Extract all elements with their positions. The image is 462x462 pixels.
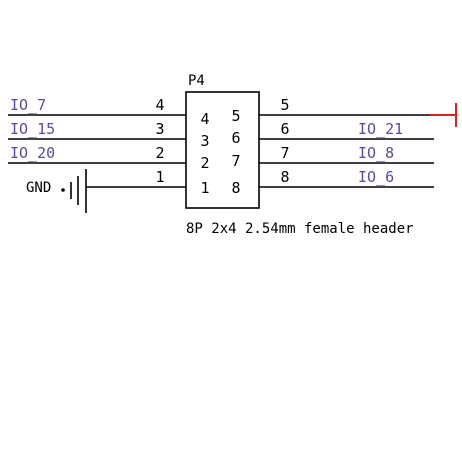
gnd-label: GND	[26, 180, 51, 196]
net-label-io-15: IO_15	[10, 120, 55, 138]
inner-pin-8: 8	[231, 179, 240, 197]
net-label-io-20: IO_20	[10, 144, 55, 162]
net-label-io-7: IO_7	[10, 96, 46, 114]
left-pin-number-1: 1	[155, 168, 164, 186]
inner-pin-4: 4	[200, 110, 209, 128]
right-pin-number-5: 5	[280, 96, 289, 114]
header-body	[185, 91, 260, 209]
net-label-io-21: IO_21	[358, 120, 403, 138]
left-pin-number-2: 2	[155, 144, 164, 162]
part-description: 8P 2x4 2.54mm female header	[186, 221, 414, 237]
inner-pin-2: 2	[200, 154, 209, 172]
inner-pin-6: 6	[231, 129, 240, 147]
net-label-io-8: IO_8	[358, 144, 394, 162]
right-pin-number-6: 6	[280, 120, 289, 138]
no-connect-icon	[430, 103, 457, 127]
inner-pin-7: 7	[231, 152, 240, 170]
left-pin-number-3: 3	[155, 120, 164, 138]
inner-pin-1: 1	[200, 179, 209, 197]
ground-symbol-icon	[61, 169, 87, 213]
left-pin-number-4: 4	[155, 96, 164, 114]
right-pin-number-8: 8	[280, 168, 289, 186]
inner-pin-5: 5	[231, 107, 240, 125]
designator-label: P4	[188, 73, 205, 89]
net-label-io-6: IO_6	[358, 168, 394, 186]
right-pin-number-7: 7	[280, 144, 289, 162]
inner-pin-3: 3	[200, 132, 209, 150]
